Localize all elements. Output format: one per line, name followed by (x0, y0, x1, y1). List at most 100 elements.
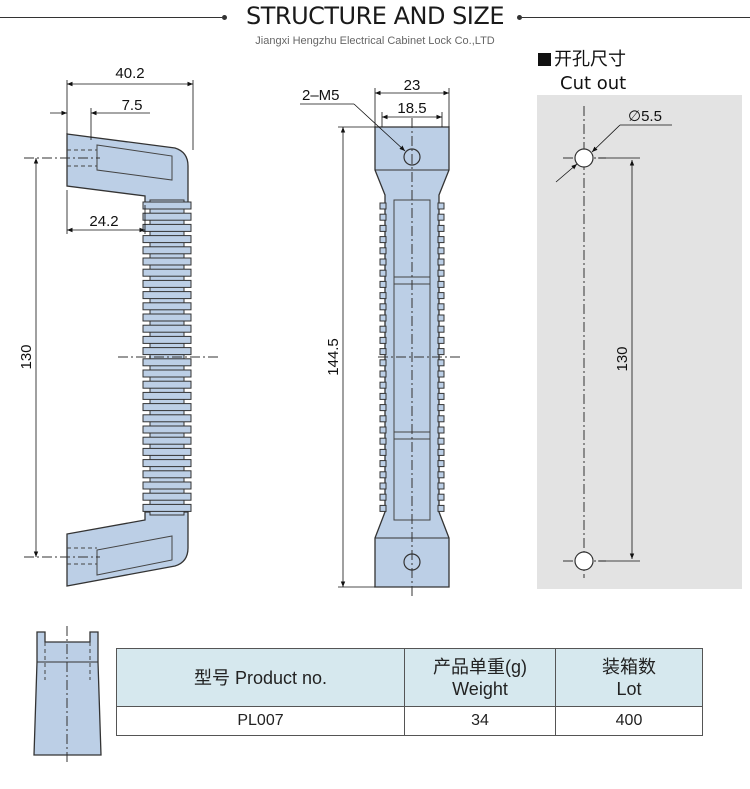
front-rib-right (437, 213, 445, 221)
front-rib-left (379, 292, 387, 300)
company-name: Jiangxi Hengzhu Electrical Cabinet Lock … (255, 35, 495, 47)
table-row: PL007 34 400 (116, 706, 703, 736)
cutout-label-en: Cut out (560, 73, 627, 94)
square-bullet-icon (538, 53, 551, 66)
front-rib-right (437, 280, 445, 288)
side-grip-rib (142, 414, 192, 423)
front-rib-left (379, 280, 387, 288)
side-grip-rib (142, 246, 192, 255)
header-weight: 产品单重(g)Weight (404, 648, 556, 707)
front-rib-right (437, 471, 445, 479)
side-grip-rib (142, 335, 192, 344)
side-grip-rib (142, 313, 192, 322)
header-dot-left (222, 15, 227, 20)
front-rib-right (437, 426, 445, 434)
front-rib-right (437, 460, 445, 468)
front-rib-left (379, 247, 387, 255)
front-view: 23 18.5 2–M5 144.5 (300, 77, 462, 598)
front-rib-left (379, 202, 387, 210)
front-rib-right (437, 303, 445, 311)
header-product-no: 型号 Product no. (116, 648, 405, 707)
front-ribbed-grip (379, 202, 445, 512)
side-dim-neck: 24.2 (89, 213, 118, 230)
header-dot-right (517, 15, 522, 20)
front-rib-left (379, 370, 387, 378)
front-rib-right (437, 224, 445, 232)
page-title: STRUCTURE AND SIZE (246, 2, 505, 30)
cutout-top-hole (574, 148, 594, 168)
side-view: 40.2 7.5 24.2 130 (18, 65, 218, 587)
side-grip-rib (142, 470, 192, 479)
side-grip-rib (142, 235, 192, 244)
side-grip-rib (142, 425, 192, 434)
front-rib-right (437, 292, 445, 300)
cell-product-no: PL007 (116, 706, 405, 736)
front-rib-right (437, 415, 445, 423)
front-rib-right (437, 269, 445, 277)
side-grip-rib (142, 268, 192, 277)
front-rib-left (379, 236, 387, 244)
cutout-label-cn: 开孔尺寸 (554, 49, 626, 70)
front-rib-right (437, 236, 445, 244)
side-grip-rib (142, 459, 192, 468)
front-rib-left (379, 314, 387, 322)
front-rib-left (379, 348, 387, 356)
side-grip-rib (142, 436, 192, 445)
front-rib-right (437, 202, 445, 210)
front-rib-left (379, 482, 387, 490)
cutout-dim-spacing: 130 (614, 346, 631, 371)
side-grip-rib (142, 447, 192, 456)
front-rib-left (379, 493, 387, 501)
side-dim-top-width: 40.2 (115, 65, 144, 82)
side-dim-inner: 7.5 (122, 97, 143, 114)
side-grip-rib (142, 279, 192, 288)
side-grip-rib (142, 324, 192, 333)
header-line-left (0, 17, 222, 18)
side-grip-rib (142, 201, 192, 210)
front-rib-left (379, 437, 387, 445)
front-rib-right (437, 247, 445, 255)
side-lower-arm (66, 511, 189, 587)
front-rib-left (379, 381, 387, 389)
front-rib-right (437, 336, 445, 344)
front-rib-left (379, 471, 387, 479)
side-grip-rib (142, 291, 192, 300)
front-rib-left (379, 269, 387, 277)
front-rib-right (437, 258, 445, 266)
end-view (33, 626, 102, 762)
side-grip-rib (142, 481, 192, 490)
side-grip-rib (142, 223, 192, 232)
front-rib-left (379, 325, 387, 333)
front-rib-left (379, 224, 387, 232)
header: STRUCTURE AND SIZE Jiangxi Hengzhu Elect… (0, 0, 750, 60)
side-grip-rib (142, 212, 192, 221)
cutout-label: 开孔尺寸 Cut out (538, 48, 626, 96)
front-rib-left (379, 504, 387, 512)
front-rib-right (437, 381, 445, 389)
side-upper-arm (66, 133, 189, 204)
front-rib-left (379, 303, 387, 311)
side-grip-rib (142, 369, 192, 378)
side-grip-rib (142, 302, 192, 311)
front-rib-left (379, 336, 387, 344)
side-grip-rib (142, 503, 192, 512)
side-dim-height: 130 (18, 344, 35, 369)
front-rib-left (379, 359, 387, 367)
front-rib-right (437, 348, 445, 356)
front-dim-inner: 18.5 (397, 100, 426, 117)
cutout-dim-hole: ∅5.5 (628, 108, 662, 125)
front-rib-right (437, 370, 445, 378)
cutout-bottom-hole (574, 551, 594, 571)
front-rib-right (437, 482, 445, 490)
header-line-right (522, 17, 750, 18)
cutout-view: ∅5.5 130 (537, 95, 742, 589)
side-grip-rib (142, 492, 192, 501)
front-dim-thread: 2–M5 (302, 87, 340, 104)
front-rib-right (437, 504, 445, 512)
side-grip-rib (142, 380, 192, 389)
cell-weight: 34 (404, 706, 556, 736)
front-rib-left (379, 258, 387, 266)
